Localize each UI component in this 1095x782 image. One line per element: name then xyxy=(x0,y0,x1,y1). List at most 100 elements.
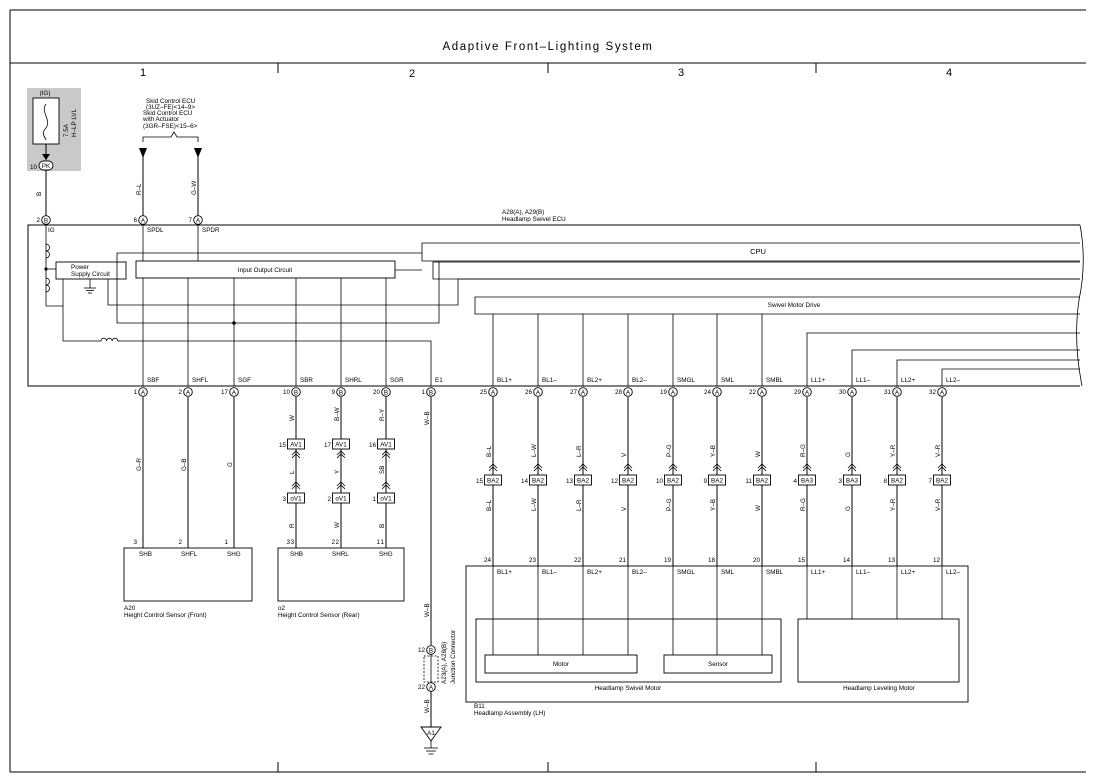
arrow-down-icon xyxy=(42,154,50,160)
ecu-bottom-pins: SBF 1 A SHFL 2 A SGF 17 A SBR 10 B SHRL … xyxy=(133,377,961,397)
chevron-up-icon xyxy=(291,450,301,459)
wire-color: Y–R xyxy=(890,444,897,457)
connector-icon xyxy=(377,438,395,450)
pin-number: 1 xyxy=(376,539,380,546)
component-name: Height Control Sensor (Rear) xyxy=(278,612,360,619)
connector-letter: A xyxy=(626,389,631,396)
connector-letter: B xyxy=(294,389,298,396)
chevron-up-icon xyxy=(937,463,947,472)
pin-signal: SPDL xyxy=(147,227,164,234)
arrow-down-icon xyxy=(139,148,147,158)
pin-number: 9 xyxy=(331,389,335,396)
pin-signal: SGF xyxy=(238,377,251,384)
connector-icon xyxy=(332,492,350,504)
connector-icon xyxy=(138,387,148,397)
cpu-label: CPU xyxy=(750,247,766,256)
component-ref: B11 xyxy=(474,703,485,710)
wire-color: G–B xyxy=(181,458,188,471)
wire-color: SB xyxy=(379,466,386,474)
pin-number: 2 xyxy=(178,389,182,396)
pin-signal: IG xyxy=(48,227,55,234)
ecu-pin-spdl: 6 A SPDL R–L xyxy=(133,183,163,234)
fuse-rating: 7.5A xyxy=(63,123,70,137)
chevron-up-icon xyxy=(381,481,391,490)
wire-color: V xyxy=(621,452,628,457)
pin-signal: SHG xyxy=(227,551,241,558)
chevron-up-icon xyxy=(381,450,391,459)
pin-number: 3 xyxy=(838,478,842,485)
pin-number: 15 xyxy=(798,557,806,564)
jc-ref: A23(A), A28(B) xyxy=(441,642,448,684)
pin-number: 17 xyxy=(221,389,229,396)
pin-number: 23 xyxy=(529,557,537,564)
pin-number: 31 xyxy=(884,389,892,396)
pin-number: 10 xyxy=(283,389,291,396)
pin-signal: LL1– xyxy=(856,377,871,384)
power-circuit-label: Power xyxy=(71,264,89,271)
pin-number: 22 xyxy=(574,557,582,564)
pin-number: 12 xyxy=(418,647,426,654)
ecu-pin-ig: 2 B IG xyxy=(36,215,55,234)
sensor-box xyxy=(663,654,773,674)
connector-letter: A xyxy=(536,389,541,396)
pin-signal: LL2– xyxy=(946,377,961,384)
input-output-circuit xyxy=(135,260,396,279)
wire-color: R xyxy=(289,523,296,528)
pin-signal: LL2– xyxy=(946,569,961,576)
connector-code: BA2 xyxy=(532,477,544,484)
pin-number: 10 xyxy=(656,478,664,485)
connector-letter: A xyxy=(581,389,586,396)
pin-signal: LL2+ xyxy=(901,569,916,576)
pin-number: 2 xyxy=(178,539,182,546)
ground-point-icon xyxy=(420,726,442,742)
connector-icon xyxy=(533,387,543,397)
pin-number: 14 xyxy=(843,557,851,564)
pin-number: 28 xyxy=(615,389,623,396)
connector-icon xyxy=(332,438,350,450)
wire-color: P–G xyxy=(666,444,673,457)
pin-signal: BL2+ xyxy=(587,569,602,576)
pin-number: 3 xyxy=(290,539,294,546)
chevron-up-icon xyxy=(892,463,902,472)
wire-color: V–R xyxy=(935,498,942,511)
page-title: Adaptive Front–Lighting System xyxy=(442,41,653,53)
ground-path: W–B W–B 12 B A23(A), A28(B) Junction Con… xyxy=(418,397,457,755)
note-line: Skid Control ECU xyxy=(146,98,196,105)
pin-number: 27 xyxy=(570,389,578,396)
component-ref: A20 xyxy=(124,605,136,612)
coil-icon xyxy=(63,337,432,386)
pin-signal: SBR xyxy=(300,377,313,384)
connector-icon xyxy=(336,387,346,397)
pin-signal: SML xyxy=(721,569,734,576)
connector-icon xyxy=(287,492,305,504)
height-sensor-rear: 3 2 1 SHB SHRL SHG o2 Height Control Sen… xyxy=(277,539,405,619)
pin-number: 22 xyxy=(418,684,426,691)
pin-number: 6 xyxy=(133,217,137,224)
connector-letter: A xyxy=(805,389,810,396)
pin-number: 3 xyxy=(282,496,286,503)
note-line: (3UZ–FE)<14–9> xyxy=(146,104,195,111)
motor-label: Motor xyxy=(553,661,569,668)
pin-signal: SMGL xyxy=(677,377,695,384)
connector-icon xyxy=(753,474,771,486)
pin-number: 19 xyxy=(660,389,668,396)
connector-code: BA2 xyxy=(711,477,723,484)
ecu-name: Headlamp Swivel ECU xyxy=(502,216,566,223)
fuse-name: H–LP LVL xyxy=(71,108,78,137)
wire-color: L–W xyxy=(531,444,538,457)
front-sensor-wiring: G–R G–B G xyxy=(136,397,235,548)
pin-signal: LL1+ xyxy=(811,569,826,576)
pin-signal: SHB xyxy=(290,551,303,558)
power-circuit-label: Supply Circuit xyxy=(71,271,110,278)
ground-point: A1 xyxy=(427,730,435,737)
wire-color: R–Y xyxy=(379,408,386,421)
pin-number: 29 xyxy=(794,389,802,396)
pin-number: 21 xyxy=(619,557,627,564)
connector-icon xyxy=(847,387,857,397)
pin-number: 30 xyxy=(839,389,847,396)
